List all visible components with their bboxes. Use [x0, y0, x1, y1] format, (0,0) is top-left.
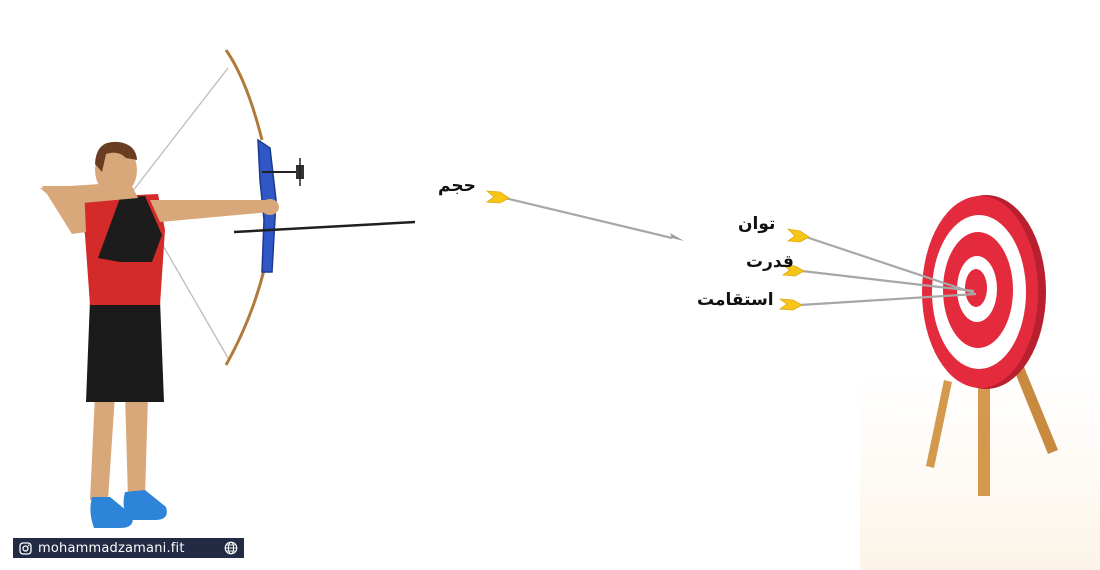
target-stand-center [978, 370, 990, 496]
fletching-volume [485, 190, 510, 204]
arrow-power [781, 264, 975, 293]
label-stability: استقامت [697, 290, 774, 310]
fletching-stability [778, 298, 803, 311]
label-endurance: توان [738, 214, 776, 234]
target [922, 195, 1058, 496]
label-volume: حجم [438, 176, 476, 196]
target-stand-left [926, 380, 952, 468]
arrow-endurance [786, 228, 975, 295]
archer [40, 49, 416, 528]
bow-lower-limb [224, 269, 266, 366]
right-shoe [123, 490, 167, 520]
bow-upper-limb [224, 49, 264, 141]
instagram-icon [19, 541, 32, 555]
watermark-bar: mohammadzamani.fit [13, 538, 244, 558]
left-shoe [90, 497, 133, 528]
globe-icon [224, 541, 238, 555]
fletching-power [781, 264, 805, 277]
label-power: قدرت [746, 252, 794, 272]
target-stand-right [1012, 362, 1058, 454]
shorts [86, 300, 164, 402]
target-bullseye [965, 269, 987, 307]
watermark-handle: mohammadzamani.fit [38, 540, 185, 556]
arrow-stability [778, 292, 977, 311]
arrow-volume [485, 190, 684, 241]
fletching-endurance [786, 228, 810, 243]
